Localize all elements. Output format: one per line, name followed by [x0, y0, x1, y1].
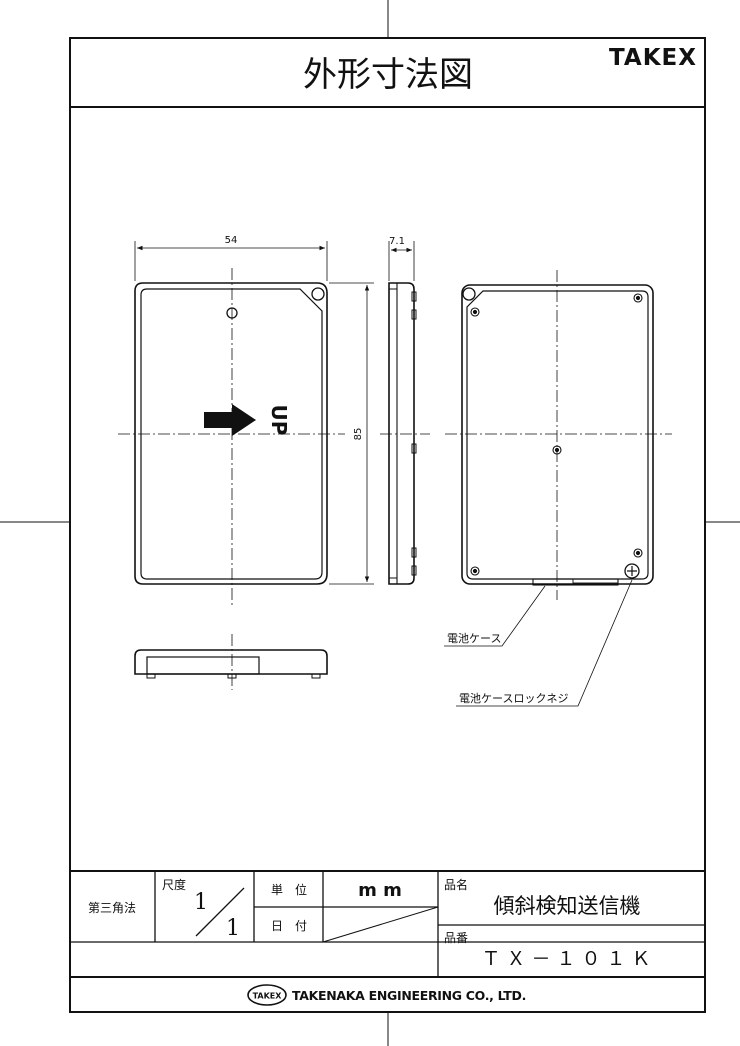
side-view [388, 282, 417, 585]
product-number-label: 品番 [444, 931, 468, 945]
scale-denominator: 1 [226, 916, 240, 941]
sheet-frame [69, 37, 706, 1013]
battery-case-label: 電池ケース [447, 632, 501, 645]
depth-value: 7.1 [389, 236, 405, 247]
unit-label: 単 位 [271, 882, 307, 897]
scale-numerator: 1 [194, 890, 208, 915]
up-label: UP [267, 405, 291, 436]
height-dimension [329, 282, 374, 585]
height-value: 85 [353, 428, 364, 441]
front-centerlines [118, 268, 345, 605]
depth-dimension [388, 241, 415, 281]
title-block-grid [70, 870, 705, 978]
company-logo-text: TAKEX [253, 992, 283, 1001]
rear-view [461, 284, 654, 586]
bottom-view [134, 649, 328, 679]
battery-case-screw-label: 電池ケースロックネジ [459, 692, 568, 705]
product-name-label: 品名 [444, 877, 468, 892]
unit-value: m m [358, 880, 402, 901]
projection-label: 第三角法 [88, 901, 136, 915]
rear-centerlines [445, 270, 672, 600]
sheet-title: 外形寸法図 [303, 55, 473, 95]
rear-corner-hole [462, 287, 476, 301]
up-arrow-icon [204, 404, 256, 436]
front-hole [311, 287, 325, 301]
battery-case-lock-screw-icon [624, 563, 640, 579]
date-label: 日 付 [271, 919, 307, 933]
company-logo: TAKEX [247, 984, 287, 1006]
product-number: ＴＸ－１０１Ｋ [481, 948, 656, 970]
company-name: TAKENAKA ENGINEERING CO., LTD. [292, 988, 526, 1003]
brand-logo: TAKEX [609, 45, 697, 71]
front-view [134, 282, 328, 585]
width-value: 54 [225, 235, 238, 246]
callout-leaders [444, 579, 633, 707]
width-dimension [134, 241, 328, 281]
product-name: 傾斜検知送信機 [494, 894, 641, 918]
scale-label: 尺度 [162, 877, 186, 892]
